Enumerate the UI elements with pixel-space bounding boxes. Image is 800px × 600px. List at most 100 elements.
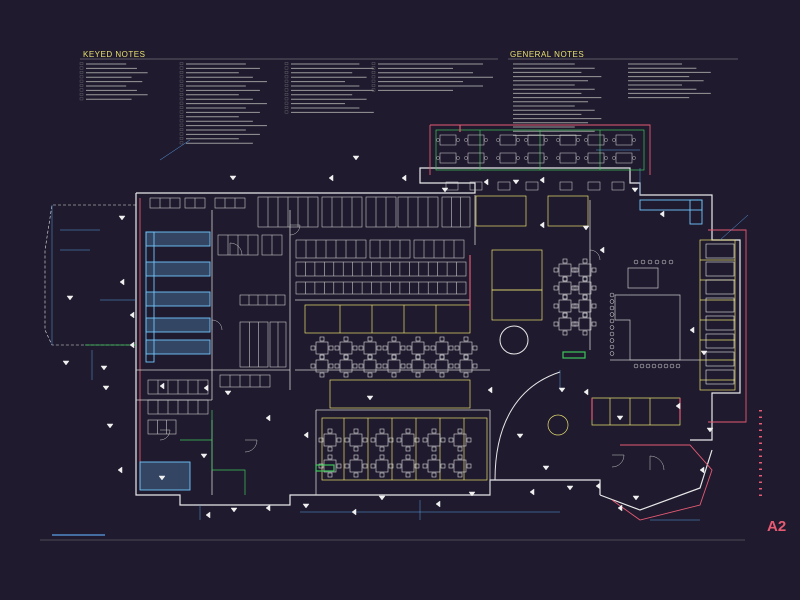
chair <box>562 294 568 300</box>
elevation-tag <box>487 386 493 394</box>
table <box>323 459 337 473</box>
chair <box>448 345 454 351</box>
chair <box>362 463 368 469</box>
note-marker <box>179 101 184 105</box>
elevation-tag <box>62 360 70 366</box>
elevation-tag <box>203 384 209 392</box>
elevation-tag <box>302 503 310 509</box>
chair <box>376 363 382 369</box>
bar-stool <box>669 363 675 369</box>
chair <box>591 285 597 291</box>
note-marker <box>284 75 289 79</box>
table <box>459 359 473 373</box>
chair <box>358 345 364 351</box>
patio-table <box>467 152 485 164</box>
bar-stool <box>609 338 615 343</box>
interior-partitions <box>136 195 591 495</box>
bar-stools <box>609 259 681 369</box>
chair <box>405 428 411 434</box>
chair <box>573 303 579 309</box>
elevation-tag <box>224 390 232 396</box>
margin-tick <box>759 449 762 451</box>
booth-table <box>705 351 735 367</box>
patio-table <box>587 134 605 146</box>
patio-table <box>469 181 483 191</box>
chair <box>379 472 385 478</box>
chair <box>472 345 478 351</box>
booth-table <box>705 279 735 295</box>
equipment-block <box>214 197 246 209</box>
chair <box>353 472 359 478</box>
elevation-tag <box>106 423 114 429</box>
table <box>427 459 441 473</box>
note-marker <box>179 137 184 140</box>
chair <box>327 472 333 478</box>
chair <box>376 345 382 351</box>
chair <box>457 428 463 434</box>
elevation-tag <box>265 504 271 512</box>
chair <box>352 345 358 351</box>
booth-table <box>705 261 735 277</box>
patio-chair <box>496 156 500 160</box>
table <box>578 299 592 313</box>
chair <box>319 336 325 342</box>
general-notes-list <box>513 63 711 136</box>
chair <box>457 472 463 478</box>
chair <box>562 312 568 318</box>
note-marker <box>284 84 289 87</box>
equipment-block <box>239 321 269 368</box>
margin-tick <box>759 494 762 496</box>
banquette <box>329 379 471 409</box>
bar-stool <box>661 259 667 265</box>
elevation-tag <box>689 326 695 334</box>
bar-stool <box>675 363 681 369</box>
patio-chair <box>544 156 548 160</box>
equipment-block <box>413 239 465 259</box>
table <box>323 433 337 447</box>
note-marker <box>371 88 376 92</box>
elevation-tag <box>265 414 271 422</box>
patio-table <box>587 181 601 191</box>
chair <box>400 345 406 351</box>
notes-area <box>79 58 738 145</box>
patio-chair <box>556 138 560 142</box>
door-swing <box>244 439 258 453</box>
patio-table <box>499 134 517 146</box>
patio-chair <box>496 138 500 142</box>
elevation-tag <box>700 350 708 356</box>
door-swing <box>289 224 301 236</box>
dimension-lines <box>51 139 749 521</box>
dimension-line <box>719 214 749 241</box>
booth-table <box>705 333 735 349</box>
margin-tick <box>759 442 762 444</box>
chair <box>406 345 412 351</box>
chair <box>582 276 588 282</box>
patio-chair <box>524 156 528 160</box>
banquette <box>475 195 527 227</box>
elevation-tag <box>539 176 545 184</box>
table <box>411 341 425 355</box>
elevation-tag <box>229 175 237 181</box>
chair <box>367 354 373 360</box>
patio-table <box>611 181 625 191</box>
table <box>435 359 449 373</box>
margin-tick <box>759 455 762 457</box>
chair <box>336 437 342 443</box>
chair <box>439 372 445 378</box>
chair <box>431 428 437 434</box>
chair <box>367 354 373 360</box>
door-swing <box>211 319 223 331</box>
table <box>558 299 572 313</box>
chair <box>562 258 568 264</box>
note-marker <box>79 93 84 96</box>
note-marker <box>179 123 184 127</box>
green-highlight <box>315 351 586 472</box>
note-marker <box>179 88 184 92</box>
chair <box>343 336 349 342</box>
table <box>349 433 363 447</box>
bar-stool <box>609 325 615 330</box>
elevation-tag <box>230 507 238 513</box>
booth-table <box>705 315 735 331</box>
chair <box>405 446 411 452</box>
equipment-block <box>147 419 177 435</box>
